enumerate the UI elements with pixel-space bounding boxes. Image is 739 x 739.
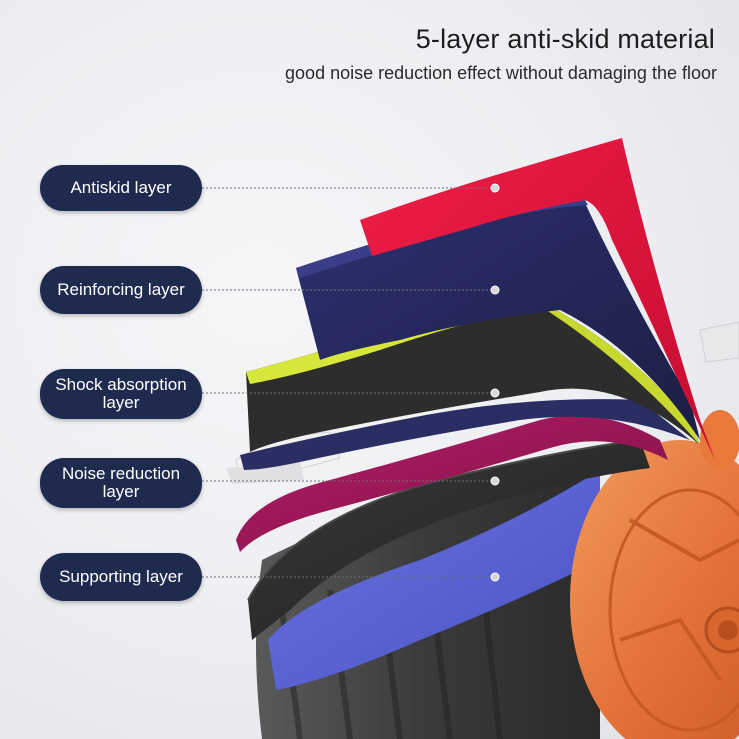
label-antiskid-layer: Antiskid layer	[40, 165, 202, 211]
blue-base-layer	[268, 470, 600, 690]
label-text: Reinforcing layer	[57, 280, 185, 299]
page-subtitle: good noise reduction effect without dama…	[285, 63, 717, 83]
reinforcing-layer-sheet	[296, 192, 700, 440]
label-text: Antiskid layer	[70, 178, 172, 197]
label-reinforcing-layer: Reinforcing layer	[40, 266, 202, 314]
label-text: Supporting layer	[59, 567, 183, 586]
label-supporting-layer: Supporting layer	[40, 553, 202, 601]
leader-dots	[490, 183, 500, 582]
orange-wheel-hub	[570, 410, 739, 739]
label-text: Shock absorption layer	[55, 375, 187, 412]
label-shock-absorption-layer: Shock absorption layer	[40, 369, 202, 419]
page-title: 5-layer anti-skid material	[415, 24, 715, 54]
antiskid-layer-sheet	[360, 138, 715, 460]
label-text: Noise reduction layer	[61, 464, 181, 501]
leader-lines	[202, 187, 494, 578]
noise-reduction-layer-sheet	[236, 415, 668, 552]
label-noise-reduction-layer: Noise reduction layer	[40, 458, 202, 508]
supporting-layer-sheet	[248, 440, 650, 640]
